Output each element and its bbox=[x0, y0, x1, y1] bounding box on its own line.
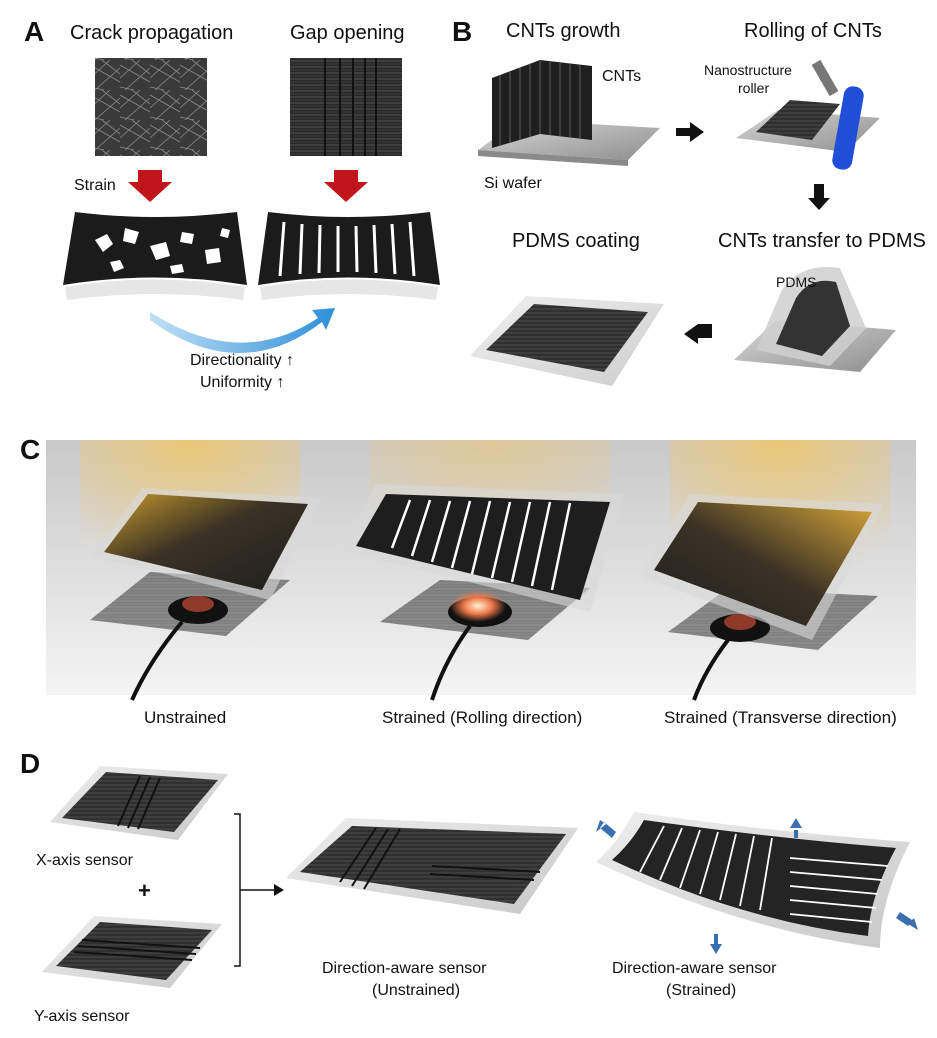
directionality-label: Directionality ↑ bbox=[190, 352, 295, 369]
panel-b-graphics bbox=[470, 59, 896, 386]
arrow-b-right bbox=[676, 122, 704, 142]
strained-gaps bbox=[639, 825, 889, 923]
cnts-label: CNTs bbox=[602, 68, 642, 85]
strain-arrow-right bbox=[324, 170, 368, 202]
uniformity-label: Uniformity ↑ bbox=[200, 374, 285, 391]
gap-opening-title: Gap opening bbox=[290, 22, 405, 44]
panel-letter-d: D bbox=[20, 748, 41, 779]
random-network-micrograph bbox=[95, 58, 207, 156]
caption-unstrained: Unstrained bbox=[144, 708, 227, 727]
transfer-title: CNTs transfer to PDMS bbox=[718, 230, 926, 252]
arrow-b-down bbox=[808, 184, 830, 210]
cnt-forest bbox=[492, 60, 592, 148]
unstrained-sensor-label-line2: (Unstrained) bbox=[372, 982, 461, 999]
strain-arrow-left bbox=[128, 170, 172, 202]
strained-sensor-label-line2: (Strained) bbox=[666, 982, 737, 999]
pdms-label: PDMS bbox=[776, 274, 817, 290]
y-axis-sensor-label: Y-axis sensor bbox=[34, 1008, 130, 1025]
rolling-gaps bbox=[390, 499, 572, 591]
panel-letter-a: A bbox=[24, 16, 45, 47]
gap-lines bbox=[324, 58, 377, 156]
coated-cnts bbox=[486, 304, 648, 372]
sensor-sheet-unstrained bbox=[104, 494, 308, 590]
rolled-cnts bbox=[756, 100, 840, 140]
panel-letter-b: B bbox=[452, 16, 473, 47]
roller-blue bbox=[832, 86, 864, 170]
caption-rolling: Strained (Rolling direction) bbox=[382, 708, 583, 727]
panel-letter-c: C bbox=[20, 434, 41, 465]
panel-a-graphics bbox=[63, 58, 440, 354]
roller-label-line2: roller bbox=[738, 80, 770, 96]
strained-sensor-label-line1: Direction-aware sensor bbox=[612, 960, 777, 977]
uniform-gaps bbox=[278, 221, 416, 277]
transferred-cnts bbox=[776, 280, 850, 356]
combine-bracket bbox=[234, 813, 241, 967]
caption-transverse: Strained (Transverse direction) bbox=[664, 708, 897, 727]
crack-holes bbox=[95, 228, 230, 274]
x-axis-sensor-label: X-axis sensor bbox=[36, 852, 133, 869]
stretch-arrows bbox=[596, 818, 918, 954]
plus-sign: + bbox=[138, 878, 151, 903]
sensor-sheet-transverse bbox=[654, 502, 872, 626]
roller-label-line1: Nanostructure bbox=[704, 62, 792, 78]
unstrained-sensor-label-line1: Direction-aware sensor bbox=[322, 960, 487, 977]
film-shadow-left bbox=[65, 279, 245, 300]
crack-propagation-title: Crack propagation bbox=[70, 22, 234, 44]
strain-label: Strain bbox=[74, 177, 116, 194]
panel-c-graphics bbox=[46, 440, 916, 701]
aligned-network-micrograph bbox=[290, 58, 402, 156]
rolling-title: Rolling of CNTs bbox=[744, 20, 882, 42]
cnts-growth-title: CNTs growth bbox=[506, 20, 621, 42]
si-wafer-label: Si wafer bbox=[484, 175, 542, 192]
panel-d-graphics bbox=[42, 766, 918, 988]
led-glow-on bbox=[450, 590, 506, 622]
roller-handle bbox=[811, 59, 839, 97]
pdms-coating-title: PDMS coating bbox=[512, 230, 640, 252]
film-shadow-right bbox=[260, 279, 438, 300]
improvement-curve-arrow bbox=[150, 308, 335, 354]
arrow-b-left bbox=[684, 324, 712, 344]
